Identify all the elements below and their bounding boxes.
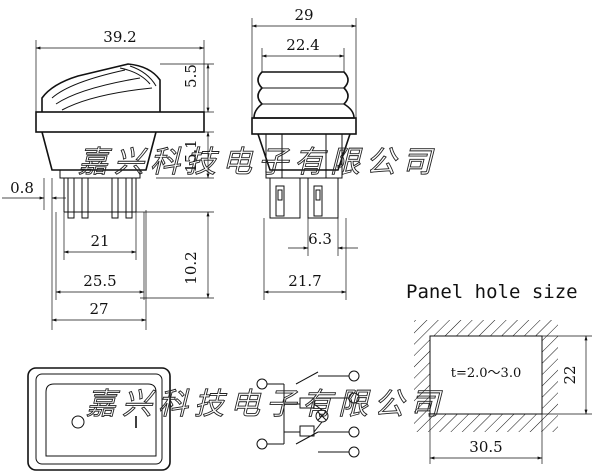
dim-5-5-label: 5.5: [182, 64, 200, 88]
side-view: 29 22.4 6.3 21.7: [251, 6, 358, 300]
dim-29: 29: [251, 6, 357, 118]
panel-hole-section: Panel hole size t=2.0～3.0 22 30.5: [406, 281, 592, 464]
wiring-schematic: [256, 370, 360, 458]
front-rocker-cap: [41, 63, 161, 112]
front-bezel: [35, 111, 205, 133]
panel-title: Panel hole size: [406, 281, 578, 303]
side-bezel: [251, 117, 357, 135]
watermark-bottom: 嘉兴科技电子有限公司: [86, 387, 446, 422]
dim-15-1: 15.1: [156, 131, 214, 179]
indicator-lamp: [71, 415, 85, 429]
dim-15-1-label: 15.1: [182, 139, 200, 172]
dim-30-5-label: 30.5: [469, 438, 502, 456]
dim-39-2-label: 39.2: [103, 28, 136, 46]
dim-22: 22: [542, 335, 592, 415]
dim-25-5-label: 25.5: [83, 272, 116, 290]
dim-22-4-label: 22.4: [286, 36, 319, 54]
side-housing: [257, 133, 351, 219]
resistor-top: [299, 397, 315, 409]
dim-22-label: 22: [561, 365, 579, 384]
dim-10-2: 10.2: [136, 211, 214, 299]
dim-21-7-label: 21.7: [288, 272, 321, 290]
resistor-bottom: [299, 425, 315, 437]
panel-thickness: t=2.0～3.0: [451, 366, 521, 381]
dim-25-5: 25.5: [55, 212, 145, 300]
front-view: 39.2 5.5 15.1 0.8 10.2: [2, 28, 214, 330]
watermark-top: 嘉兴科技电子有限公司: [78, 145, 438, 180]
dim-22-4: 22.4: [261, 36, 345, 72]
top-view: [27, 367, 171, 471]
dim-21-label: 21: [90, 232, 109, 250]
dim-0-8: 0.8: [2, 178, 66, 210]
dim-29-label: 29: [294, 6, 313, 24]
dim-10-2-label: 10.2: [182, 251, 200, 284]
dim-27: 27: [51, 210, 147, 330]
dim-6-3: 6.3: [288, 218, 358, 256]
dim-30-5: 30.5: [429, 414, 543, 464]
dim-21-7: 21.7: [263, 218, 347, 300]
dim-6-3-label: 6.3: [308, 230, 332, 248]
side-boot: [253, 71, 355, 119]
front-housing: [41, 131, 157, 219]
dim-0-8-label: 0.8: [10, 179, 34, 197]
dim-5-5: 5.5: [160, 63, 214, 113]
dim-39-2: 39.2: [35, 28, 205, 112]
panel-hatch-frame: [414, 320, 558, 432]
dim-21: 21: [63, 212, 137, 260]
dim-27-label: 27: [89, 300, 108, 318]
